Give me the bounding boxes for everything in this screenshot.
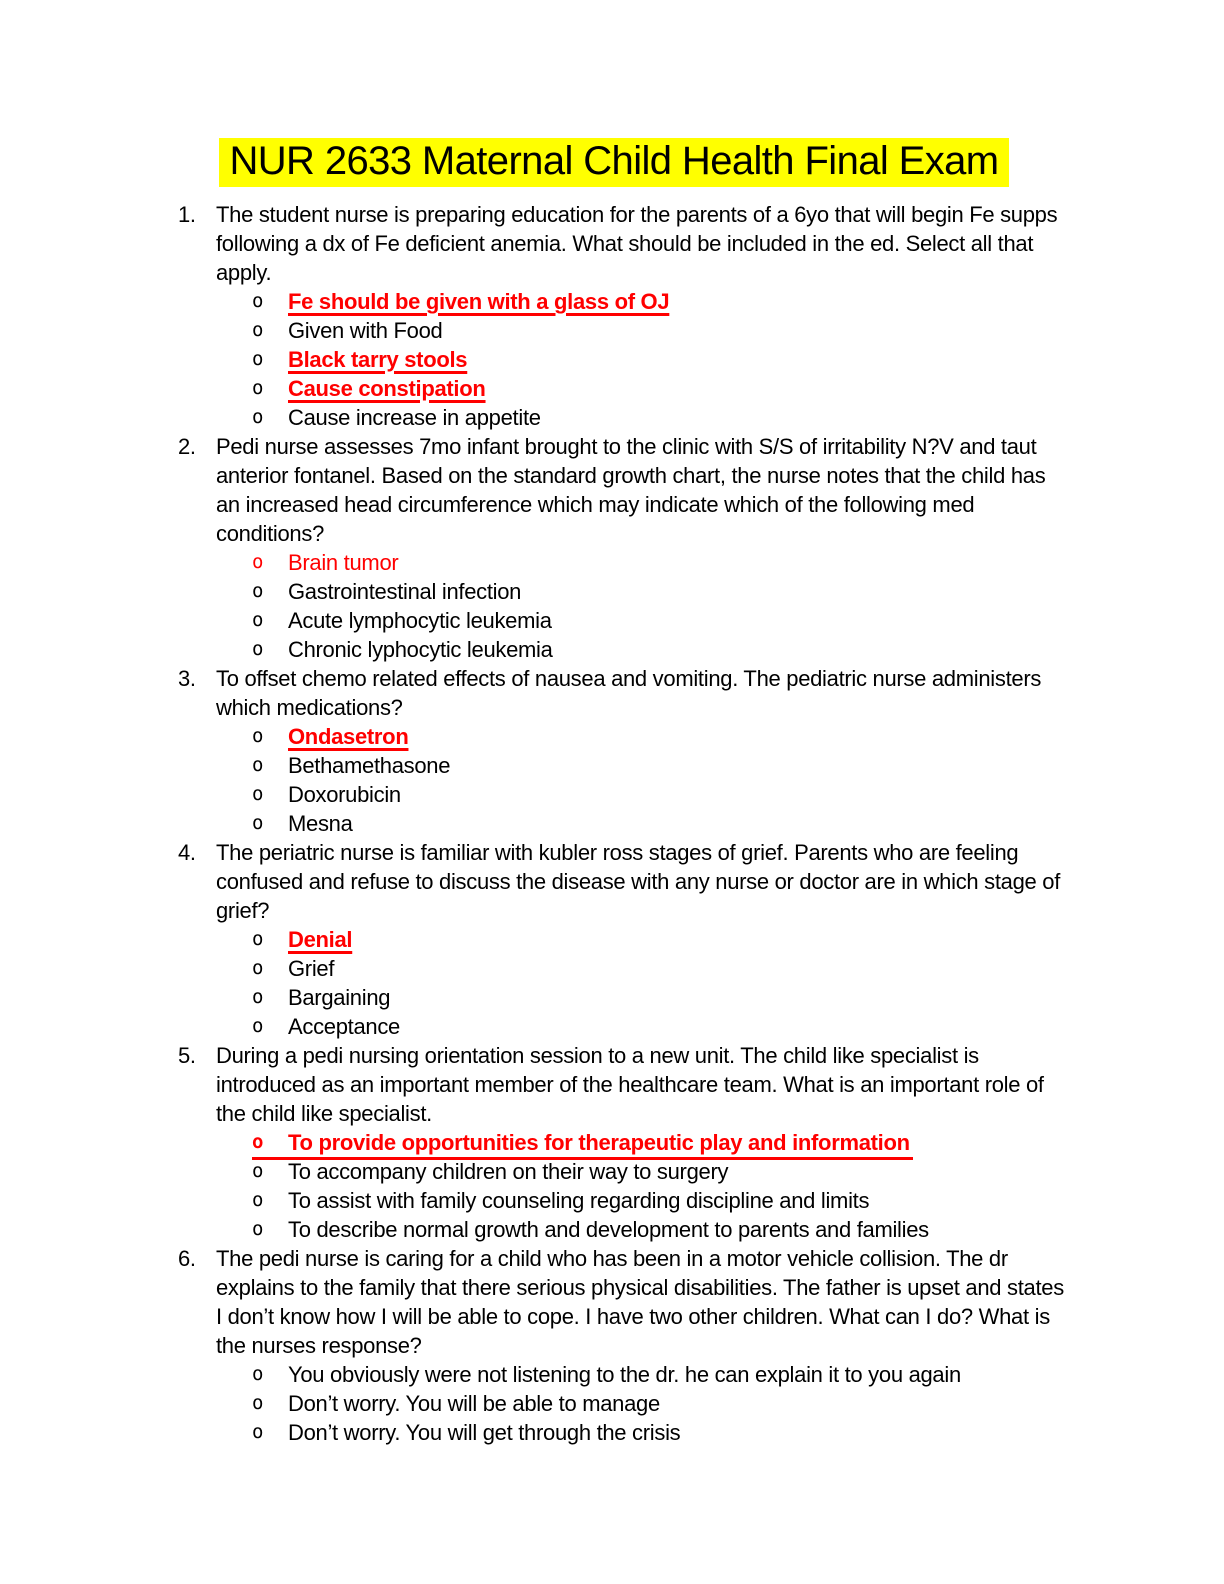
- option-text: Chronic lyphocytic leukemia: [288, 637, 553, 662]
- option-bullet-icon: o: [252, 783, 264, 805]
- question-number: 3.: [178, 666, 196, 691]
- option-item: o Mesna: [252, 809, 1076, 838]
- option-item: o Fe should be given with a glass of OJ: [252, 287, 1076, 316]
- option-bullet-icon: o: [252, 812, 264, 834]
- question-item: 2. Pedi nurse assesses 7mo infant brought…: [178, 432, 1084, 664]
- question-number: 4.: [178, 840, 196, 865]
- option-bullet-icon: o: [252, 1363, 264, 1385]
- question-text: The student nurse is preparing education…: [216, 202, 1058, 285]
- option-item: o Grief: [252, 954, 1076, 983]
- option-text: Denial: [288, 927, 353, 952]
- option-item: o You obviously were not listening to the…: [252, 1360, 1076, 1389]
- option-bullet-icon: o: [252, 406, 264, 428]
- option-item: o To assist with family counseling regard…: [252, 1186, 1076, 1215]
- option-item: o Ondasetron: [252, 722, 1076, 751]
- option-text: Black tarry stools: [288, 347, 468, 372]
- option-text: Don’t worry. You will get through the cr…: [288, 1420, 681, 1445]
- question-list: 1. The student nurse is preparing educati…: [178, 200, 1084, 1447]
- option-text: Grief: [288, 956, 335, 981]
- option-text: Don’t worry. You will be able to manage: [288, 1391, 660, 1416]
- option-bullet-icon: o: [252, 1421, 264, 1443]
- question-body: Pedi nurse assesses 7mo infant brought t…: [216, 432, 1076, 664]
- option-item: o To describe normal growth and developme…: [252, 1215, 1076, 1244]
- option-item: o Denial: [252, 925, 1076, 954]
- option-text: Mesna: [288, 811, 353, 836]
- option-bullet-icon: o: [252, 986, 264, 1008]
- question-number: 1.: [178, 202, 196, 227]
- option-bullet-icon: o: [252, 1392, 264, 1414]
- option-item: o Brain tumor: [252, 548, 1076, 577]
- question-body: The pedi nurse is caring for a child who…: [216, 1244, 1076, 1447]
- option-bullet-icon: o: [252, 725, 264, 747]
- option-item: o Acceptance: [252, 1012, 1076, 1041]
- option-text: Cause increase in appetite: [288, 405, 541, 430]
- question-text: The pedi nurse is caring for a child who…: [216, 1246, 1064, 1358]
- question-number: 6.: [178, 1246, 196, 1271]
- option-bullet-icon: o: [252, 1189, 264, 1211]
- option-bullet-icon: o: [252, 580, 264, 602]
- option-bullet-icon: o: [252, 928, 264, 950]
- question-item: 3. To offset chemo related effects of nau…: [178, 664, 1084, 838]
- option-item: o Bethamethasone: [252, 751, 1076, 780]
- option-text: Given with Food: [288, 318, 443, 343]
- option-text: Acute lymphocytic leukemia: [288, 608, 552, 633]
- option-text: Cause constipation: [288, 376, 486, 401]
- option-bullet-icon: o: [252, 1160, 264, 1182]
- option-bullet-icon: o: [252, 1015, 264, 1037]
- option-text: Bargaining: [288, 985, 391, 1010]
- option-text: Ondasetron: [288, 724, 409, 749]
- option-bullet-icon: o: [252, 1218, 264, 1240]
- option-item: o Don’t worry. You will get through the c…: [252, 1418, 1076, 1447]
- option-bullet-icon: o: [252, 957, 264, 979]
- question-body: The periatric nurse is familiar with kub…: [216, 838, 1076, 1041]
- question-item: 6. The pedi nurse is caring for a child w…: [178, 1244, 1084, 1447]
- title-row: NUR 2633 Maternal Child Health Final Exa…: [144, 138, 1084, 187]
- option-bullet-icon: o: [252, 348, 264, 370]
- option-text: Bethamethasone: [288, 753, 451, 778]
- option-bullet-icon: o: [252, 754, 264, 776]
- option-bullet-icon: o: [252, 638, 264, 660]
- question-text: To offset chemo related effects of nause…: [216, 666, 1042, 720]
- option-item: o Cause constipation: [252, 374, 1076, 403]
- option-item: o Don’t worry. You will be able to manage: [252, 1389, 1076, 1418]
- option-item: o Acute lymphocytic leukemia: [252, 606, 1076, 635]
- page-title: NUR 2633 Maternal Child Health Final Exa…: [219, 138, 1009, 187]
- option-text: Fe should be given with a glass of OJ: [288, 289, 670, 314]
- option-item: o Given with Food: [252, 316, 1076, 345]
- option-item: o Bargaining: [252, 983, 1076, 1012]
- option-bullet-icon: o: [252, 290, 264, 312]
- option-bullet-icon: o: [252, 1131, 264, 1153]
- option-item: o Chronic lyphocytic leukemia: [252, 635, 1076, 664]
- question-number: 2.: [178, 434, 196, 459]
- question-text: The periatric nurse is familiar with kub…: [216, 840, 1061, 923]
- question-body: The student nurse is preparing education…: [216, 200, 1076, 432]
- option-bullet-icon: o: [252, 319, 264, 341]
- option-bullet-icon: o: [252, 551, 264, 573]
- question-text: During a pedi nursing orientation sessio…: [216, 1043, 1044, 1126]
- option-bullet-icon: o: [252, 377, 264, 399]
- option-text: Acceptance: [288, 1014, 400, 1039]
- option-bullet-icon: o: [252, 609, 264, 631]
- option-text: To accompany children on their way to su…: [288, 1159, 729, 1184]
- option-item: o To accompany children on their way to s…: [252, 1157, 1076, 1186]
- option-text: To describe normal growth and developmen…: [288, 1217, 929, 1242]
- option-item: o Cause increase in appetite: [252, 403, 1076, 432]
- question-number: 5.: [178, 1043, 196, 1068]
- option-item: o To provide opportunities for therapeuti…: [252, 1128, 913, 1160]
- option-text: You obviously were not listening to the …: [288, 1362, 961, 1387]
- option-text: To assist with family counseling regardi…: [288, 1188, 870, 1213]
- option-text: Doxorubicin: [288, 782, 401, 807]
- question-item: 1. The student nurse is preparing educati…: [178, 200, 1084, 432]
- option-item: o Gastrointestinal infection: [252, 577, 1076, 606]
- question-text: Pedi nurse assesses 7mo infant brought t…: [216, 434, 1046, 546]
- option-text: Brain tumor: [288, 550, 399, 575]
- question-item: 4. The periatric nurse is familiar with k…: [178, 838, 1084, 1041]
- question-body: To offset chemo related effects of nause…: [216, 664, 1076, 838]
- option-item: o Black tarry stools: [252, 345, 1076, 374]
- question-body: During a pedi nursing orientation sessio…: [216, 1041, 1076, 1244]
- option-text: To provide opportunities for therapeutic…: [288, 1130, 910, 1155]
- option-item: o Doxorubicin: [252, 780, 1076, 809]
- question-item: 5. During a pedi nursing orientation sess…: [178, 1041, 1084, 1244]
- option-text: Gastrointestinal infection: [288, 579, 522, 604]
